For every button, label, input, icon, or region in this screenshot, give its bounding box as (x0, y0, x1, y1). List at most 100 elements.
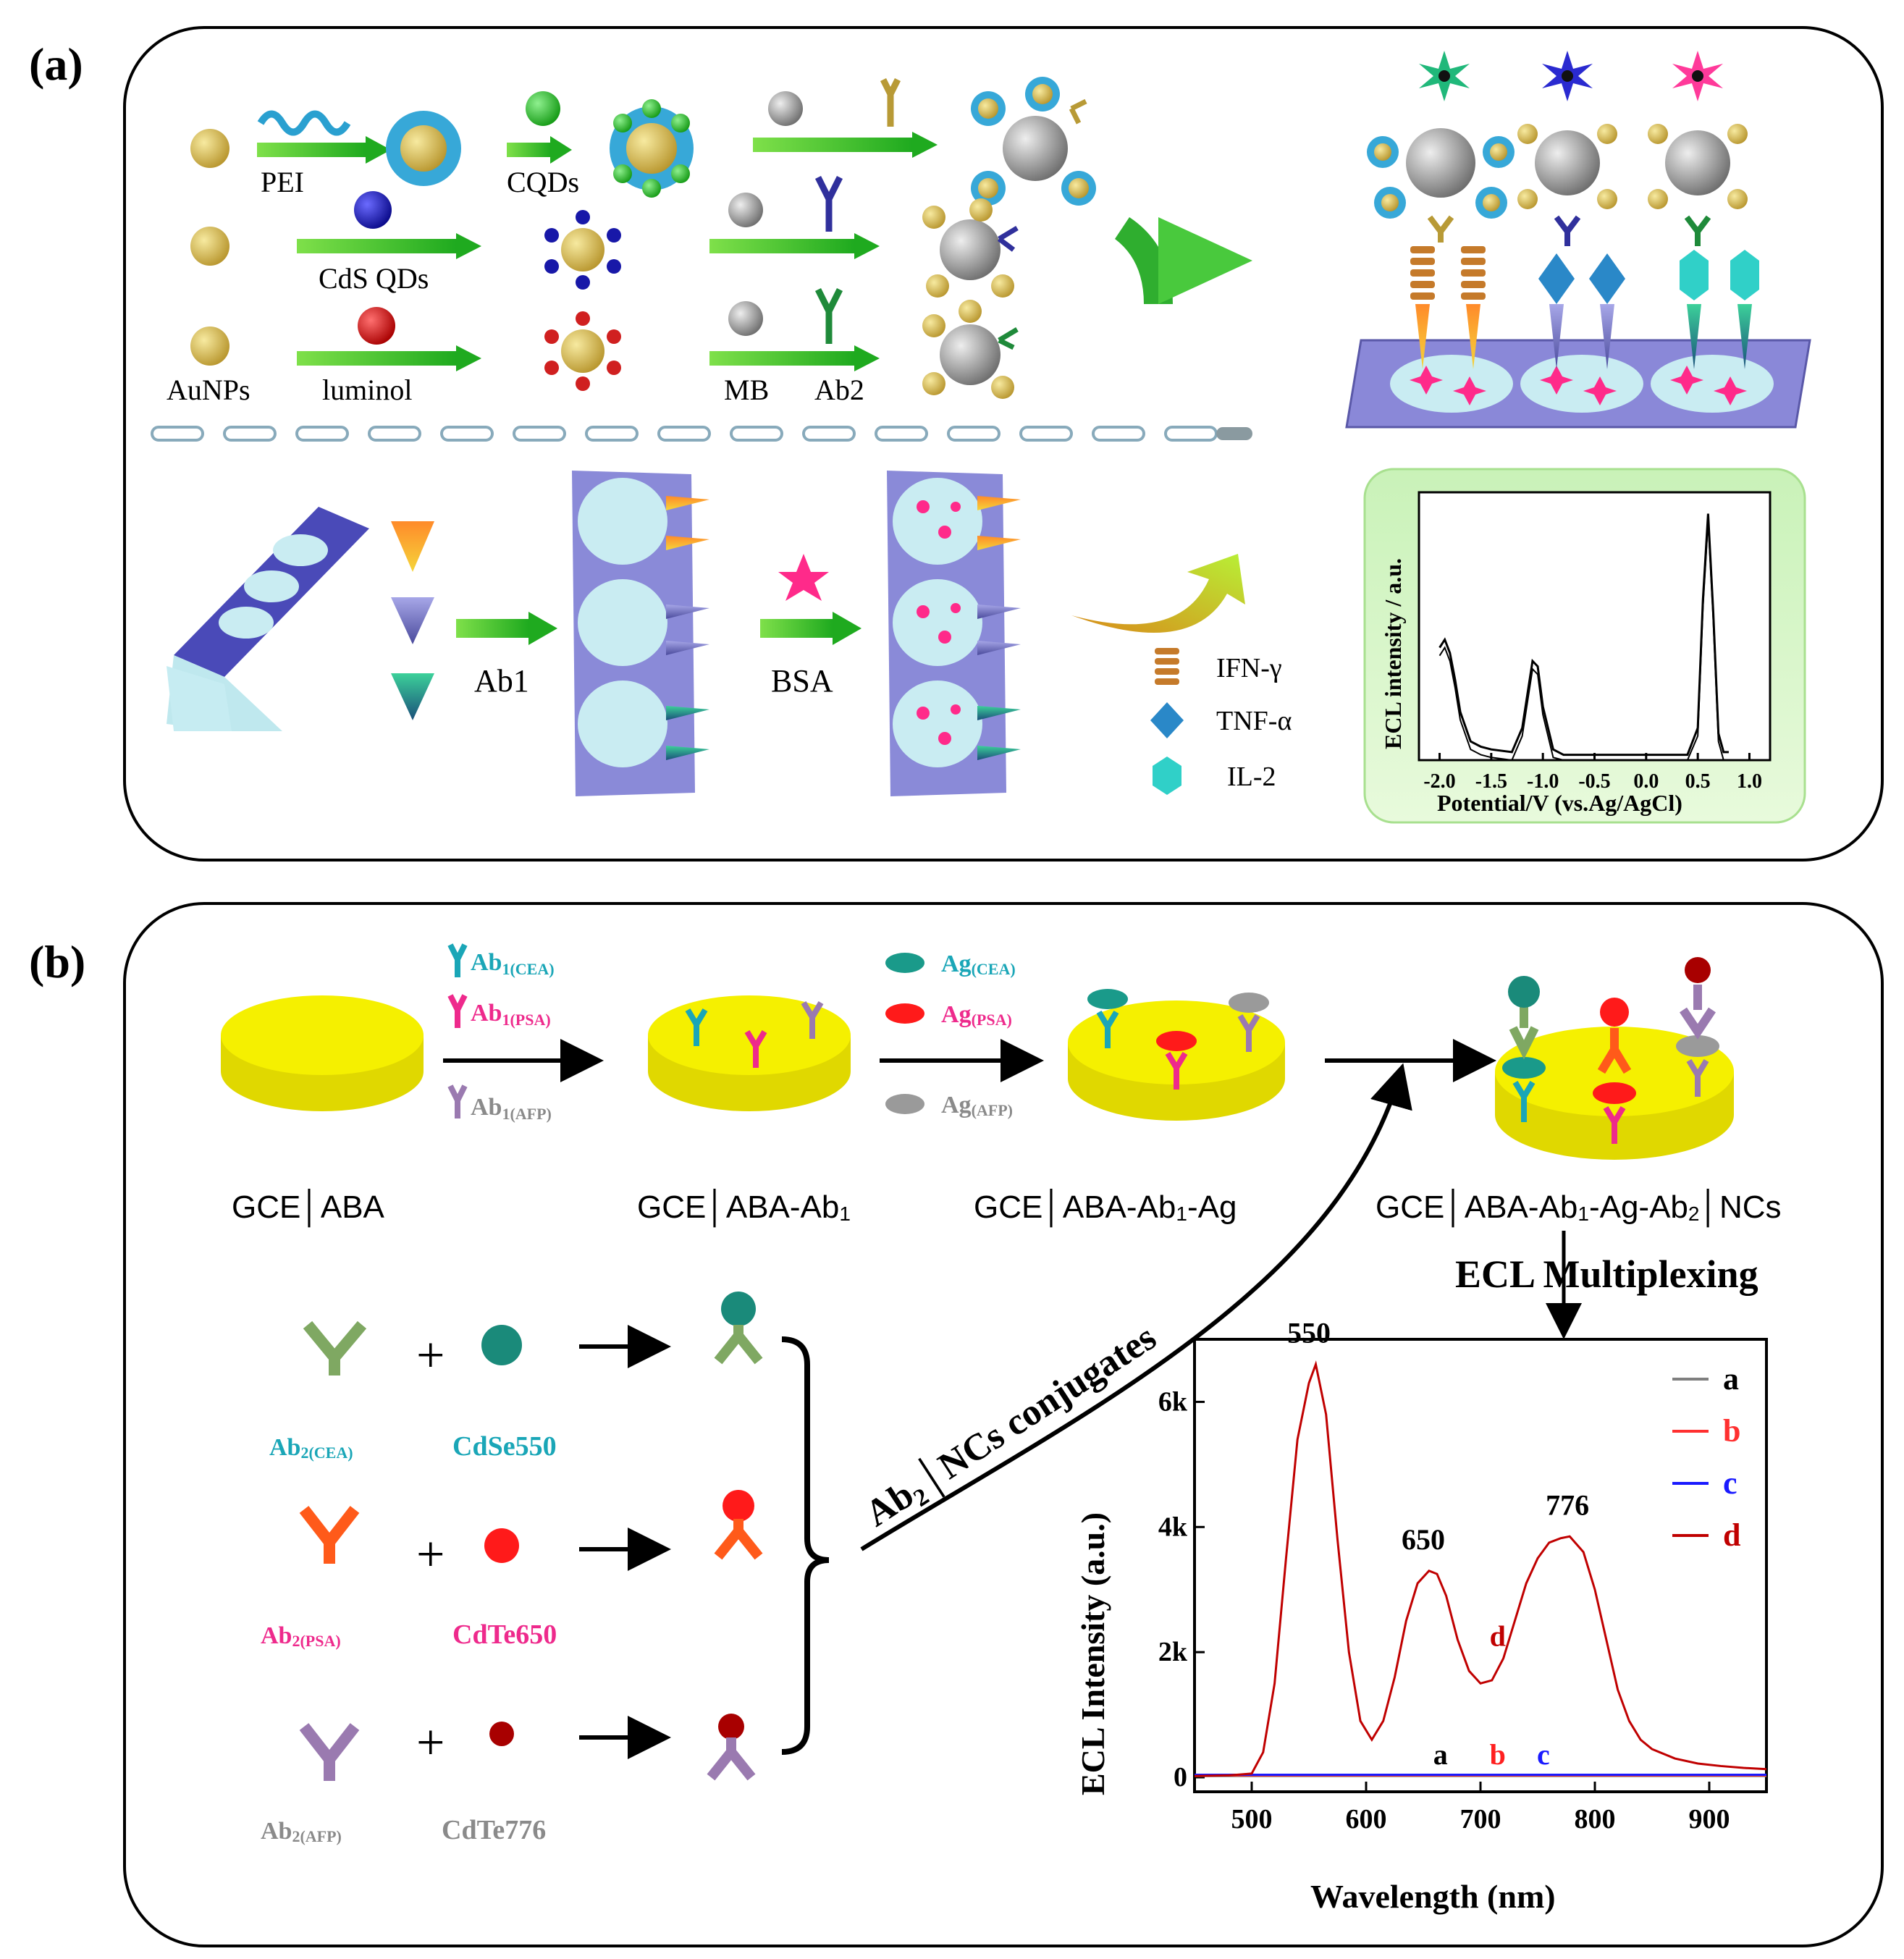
ab2-afp-sub: 2(AFP) (292, 1827, 341, 1845)
sensor-array-detection (1345, 51, 1811, 429)
label-e4-mid: -Ag-Ab (1589, 1189, 1688, 1225)
mb-particle (728, 301, 763, 336)
legend-tnf: TNF-α (1216, 706, 1292, 736)
inset-ecl-chart: ECL intensity / a.u. Potential/V (vs.Ag/… (1363, 468, 1806, 824)
cdte650-dot (484, 1528, 519, 1563)
ab2-afp-main: Ab (261, 1818, 292, 1845)
label-pei: PEI (261, 166, 304, 198)
ab1-psa-sub: 1(PSA) (502, 1011, 550, 1029)
arrow-cds (297, 239, 456, 253)
ab1-afp-main: Ab (471, 1094, 502, 1121)
electrode-gce-aba-ab1-ag (1068, 989, 1285, 1121)
conjugate-afp-row: + Ab2(AFP) CdTe776 (261, 1714, 756, 1845)
inset-x-tick-label: -2.0 (1423, 770, 1455, 793)
plus-sign: + (416, 1527, 445, 1583)
label-aunps: AuNPs (167, 374, 250, 406)
label-e3-tail: -Ag (1187, 1189, 1237, 1225)
aunp-particle (190, 129, 229, 168)
y-tick-label: 4k (1158, 1512, 1188, 1542)
ag-psa-main: Ag (941, 1001, 972, 1028)
y-tick-label: 6k (1158, 1386, 1188, 1417)
conj-main: Ab (858, 1474, 921, 1535)
electrode-gce-aba (221, 995, 424, 1111)
peak-label: 550 (1287, 1317, 1331, 1349)
cqd-aunp-composite (610, 99, 694, 198)
ab2-psa-sub: 2(PSA) (292, 1632, 340, 1650)
mb-particle (728, 193, 763, 227)
ag-afp-icon (885, 1094, 924, 1114)
svg-text:Ag(PSA): Ag(PSA) (941, 1001, 1012, 1029)
conjugate-psa-row: + Ab2(PSA) CdTe650 (261, 1490, 763, 1650)
electrode-fabrication: Ab1 BSA (167, 471, 1292, 796)
antibody-il2-icon (814, 287, 843, 344)
peak-label: 650 (1402, 1523, 1445, 1556)
electrode-gce-aba-ab1 (648, 995, 851, 1111)
electrode-with-ab1 (572, 471, 709, 796)
label-cqds: CQDs (507, 166, 579, 198)
mb-particle (768, 91, 803, 126)
legend-label-b: b (1723, 1413, 1740, 1449)
label-gce-aba-ab1-ag: GCE│ABA-Ab1-Ag (974, 1188, 1237, 1228)
inset-xlabel: Potential/V (vs.Ag/AgCl) (1437, 790, 1682, 816)
panel-b-label: (b) (29, 936, 85, 987)
row3-synthesis: AuNPs luminol MB Ab2 (167, 287, 1019, 406)
arrow-cqds (507, 143, 550, 157)
probe-il2 (922, 300, 1019, 399)
label-cdte776: CdTe776 (442, 1815, 546, 1845)
panel-a-frame (123, 26, 1884, 861)
il2-hexagon-icon (1153, 757, 1181, 795)
ab2-cea-icon (303, 1320, 367, 1375)
ag-cea-icon (885, 953, 924, 973)
ifn-coil-icon (1155, 648, 1179, 685)
ab1-cea-main: Ab (471, 949, 502, 976)
electrode-blocked (887, 471, 1021, 796)
label-gce-aba-ab1-main: GCE│ABA-Ab (637, 1188, 839, 1228)
row2-synthesis: CdS QDs (190, 175, 1019, 298)
ag-psa-sub: (PSA) (972, 1011, 1012, 1029)
label-cdse550: CdSe550 (452, 1431, 557, 1462)
label-e3-sub: 1 (1176, 1202, 1187, 1225)
svg-text:Ab1(AFP): Ab1(AFP) (471, 1094, 552, 1123)
inset-curve-return (1438, 521, 1729, 762)
label-bsa: BSA (771, 663, 833, 699)
ecl-emission-star-icon (1419, 51, 1723, 101)
pei-coated-aunp (386, 111, 461, 186)
inset-x-tick-label: -1.0 (1527, 770, 1559, 793)
label-e4-main: GCE│ABA-Ab (1376, 1188, 1577, 1228)
analyte-legend: IFN-γ TNF-α IL-2 (1150, 648, 1292, 795)
legend-label-d: d (1723, 1517, 1740, 1553)
luminol-aunp-composite (544, 311, 621, 391)
inset-ylabel: ECL intensity / a.u. (1380, 558, 1406, 749)
curve-label-b: b (1490, 1738, 1506, 1771)
cds-qd-particle (354, 191, 392, 229)
label-gce-aba: GCE│ABA (232, 1188, 385, 1228)
svg-text:Ab1(PSA): Ab1(PSA) (471, 1000, 551, 1029)
label-luminol: luminol (322, 374, 412, 406)
row1-synthesis: PEI CQDs (190, 77, 1096, 206)
arrow-row3 (709, 351, 854, 366)
cqd-particle (526, 91, 560, 126)
plus-sign: + (416, 1328, 445, 1383)
ab1-legend: Ab1(CEA) Ab1(PSA) Ab1(AFP) (443, 943, 604, 1123)
label-gce-aba-ab1: GCE│ABA-Ab1 (637, 1188, 851, 1228)
inset-curve (1438, 513, 1729, 757)
svg-text:Ab1(CEA): Ab1(CEA) (471, 949, 555, 978)
label-e4-sub: 1 (1577, 1202, 1589, 1225)
legend-il2: IL-2 (1227, 762, 1276, 792)
ab1-psa-icon (447, 994, 468, 1028)
curve-label-d: d (1490, 1620, 1506, 1653)
label-cdte650: CdTe650 (452, 1619, 557, 1650)
inset-x-tick-label: -1.5 (1475, 770, 1507, 793)
bsa-star-icon (778, 554, 829, 601)
conj-tail: │NCs conjugates (908, 1315, 1165, 1504)
assembly-arrow (1115, 217, 1252, 304)
panel-a-label: (a) (29, 38, 83, 90)
arrow-ab1 (456, 619, 528, 638)
ab2-psa-main: Ab (261, 1622, 292, 1649)
ag-legend: Ag(CEA) Ag(PSA) Ag(AFP) (880, 951, 1044, 1119)
luminol-particle (358, 307, 395, 345)
antibody-tnf-icon (814, 175, 843, 232)
antibody-ifn-icon (880, 77, 901, 127)
arrow-luminol (297, 351, 456, 366)
ag-cea-main: Ag (941, 951, 972, 977)
